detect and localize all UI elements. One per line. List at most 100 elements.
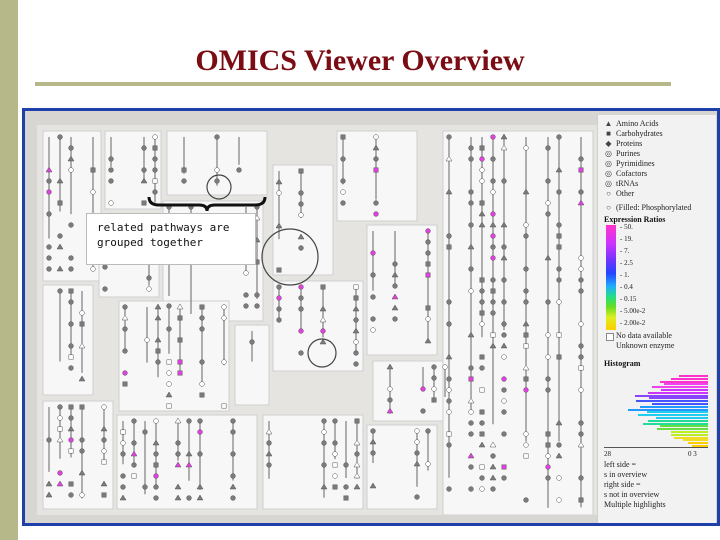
- compound-node[interactable]: [47, 267, 52, 272]
- compound-node[interactable]: [546, 300, 551, 305]
- compound-node[interactable]: [200, 382, 205, 387]
- compound-node[interactable]: [371, 251, 376, 256]
- compound-node[interactable]: [354, 340, 359, 345]
- compound-node[interactable]: [480, 487, 485, 492]
- compound-node[interactable]: [156, 349, 160, 353]
- compound-node[interactable]: [426, 229, 431, 234]
- compound-node[interactable]: [102, 438, 107, 443]
- compound-node[interactable]: [153, 190, 158, 195]
- compound-node[interactable]: [69, 256, 74, 261]
- compound-node[interactable]: [491, 245, 496, 250]
- compound-node[interactable]: [69, 482, 73, 486]
- compound-node[interactable]: [142, 168, 147, 173]
- compound-node[interactable]: [333, 441, 338, 446]
- compound-node[interactable]: [215, 135, 220, 140]
- compound-node[interactable]: [491, 157, 496, 162]
- compound-node[interactable]: [579, 366, 583, 370]
- compound-node[interactable]: [371, 273, 376, 278]
- compound-node[interactable]: [579, 256, 584, 261]
- compound-node[interactable]: [153, 146, 157, 150]
- compound-node[interactable]: [176, 452, 181, 457]
- compound-node[interactable]: [299, 307, 304, 312]
- compound-node[interactable]: [502, 322, 507, 327]
- compound-node[interactable]: [393, 262, 398, 267]
- compound-node[interactable]: [69, 366, 74, 371]
- compound-node[interactable]: [80, 449, 85, 454]
- compound-node[interactable]: [344, 496, 348, 500]
- compound-node[interactable]: [109, 168, 114, 173]
- compound-node[interactable]: [524, 454, 528, 458]
- compound-node[interactable]: [524, 289, 529, 294]
- compound-node[interactable]: [80, 438, 85, 443]
- compound-node[interactable]: [80, 493, 85, 498]
- compound-node[interactable]: [546, 333, 551, 338]
- compound-node[interactable]: [255, 304, 260, 309]
- compound-node[interactable]: [432, 365, 437, 370]
- compound-node[interactable]: [579, 344, 584, 349]
- compound-node[interactable]: [132, 474, 136, 478]
- compound-node[interactable]: [469, 377, 473, 381]
- compound-node[interactable]: [491, 212, 496, 217]
- compound-node[interactable]: [524, 344, 528, 348]
- compound-node[interactable]: [344, 485, 349, 490]
- compound-node[interactable]: [421, 387, 426, 392]
- compound-node[interactable]: [145, 338, 150, 343]
- compound-node[interactable]: [69, 300, 74, 305]
- compound-node[interactable]: [546, 443, 550, 447]
- compound-node[interactable]: [154, 419, 159, 424]
- compound-node[interactable]: [132, 441, 137, 446]
- compound-node[interactable]: [546, 212, 551, 217]
- compound-node[interactable]: [354, 362, 359, 367]
- compound-node[interactable]: [222, 305, 227, 310]
- compound-node[interactable]: [469, 465, 474, 470]
- compound-node[interactable]: [374, 201, 379, 206]
- compound-node[interactable]: [103, 287, 108, 292]
- compound-node[interactable]: [102, 449, 107, 454]
- compound-node[interactable]: [371, 328, 376, 333]
- compound-node[interactable]: [469, 421, 474, 426]
- compound-node[interactable]: [415, 429, 420, 434]
- compound-node[interactable]: [47, 190, 52, 195]
- compound-node[interactable]: [546, 454, 551, 459]
- compound-node[interactable]: [91, 168, 95, 172]
- compound-node[interactable]: [579, 432, 584, 437]
- compound-node[interactable]: [231, 474, 236, 479]
- compound-node[interactable]: [432, 387, 437, 392]
- compound-node[interactable]: [178, 371, 182, 375]
- compound-node[interactable]: [579, 476, 584, 481]
- compound-node[interactable]: [426, 429, 431, 434]
- compound-node[interactable]: [426, 262, 430, 266]
- compound-node[interactable]: [182, 168, 186, 172]
- compound-node[interactable]: [321, 285, 325, 289]
- compound-node[interactable]: [187, 419, 192, 424]
- compound-node[interactable]: [132, 463, 137, 468]
- compound-node[interactable]: [557, 443, 562, 448]
- compound-node[interactable]: [333, 474, 338, 479]
- compound-node[interactable]: [103, 265, 108, 270]
- compound-node[interactable]: [469, 223, 474, 228]
- compound-node[interactable]: [502, 465, 506, 469]
- compound-node[interactable]: [231, 430, 236, 435]
- compound-node[interactable]: [447, 300, 452, 305]
- compound-node[interactable]: [447, 245, 451, 249]
- compound-node[interactable]: [123, 327, 128, 332]
- compound-node[interactable]: [142, 201, 146, 205]
- compound-node[interactable]: [480, 366, 485, 371]
- compound-node[interactable]: [215, 179, 220, 184]
- compound-node[interactable]: [491, 278, 496, 283]
- compound-node[interactable]: [267, 463, 272, 468]
- compound-node[interactable]: [354, 296, 358, 300]
- compound-node[interactable]: [198, 452, 203, 457]
- compound-node[interactable]: [47, 438, 52, 443]
- compound-node[interactable]: [502, 278, 507, 283]
- compound-node[interactable]: [557, 333, 561, 337]
- compound-node[interactable]: [502, 333, 507, 338]
- compound-node[interactable]: [502, 377, 507, 382]
- compound-node[interactable]: [142, 146, 147, 151]
- compound-node[interactable]: [200, 393, 204, 397]
- compound-node[interactable]: [524, 432, 529, 437]
- compound-node[interactable]: [546, 146, 551, 151]
- compound-node[interactable]: [123, 349, 128, 354]
- compound-node[interactable]: [443, 365, 448, 370]
- compound-node[interactable]: [322, 441, 327, 446]
